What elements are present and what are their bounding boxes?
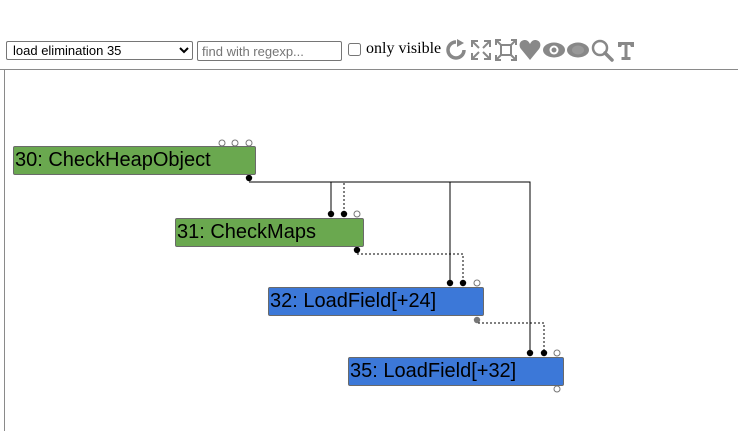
input-dot-32-b — [459, 279, 467, 287]
graph-node-35[interactable]: 35: LoadField[+32] — [348, 357, 564, 386]
graph-node-30[interactable]: 30: CheckHeapObject — [13, 146, 256, 175]
edge-30-31-effect — [249, 181, 345, 214]
input-dot-32-a — [446, 279, 454, 287]
layout-icon[interactable] — [444, 38, 468, 62]
edge-32-35-effect — [476, 320, 545, 353]
edge-30-35-value — [249, 181, 531, 353]
node-label: 30: CheckHeapObject — [15, 149, 211, 171]
output-dot-35 — [553, 385, 561, 393]
node-label: 32: LoadField[+24] — [270, 290, 437, 312]
edge-30-31-value — [249, 181, 332, 214]
phase-select[interactable]: load elimination 35 — [6, 41, 193, 60]
zoom-selection-icon[interactable] — [590, 38, 614, 62]
input-dot-31-b — [340, 210, 348, 218]
only-visible-label: only visible — [366, 40, 442, 57]
node-label: 35: LoadField[+32] — [350, 360, 517, 382]
input-dot-35-b — [540, 349, 548, 357]
output-dot-30 — [245, 174, 253, 182]
graph-edges — [218, 139, 561, 393]
edge-31-32-effect — [356, 250, 464, 283]
input-dot-31-c — [353, 210, 361, 218]
show-types-icon[interactable] — [542, 38, 566, 62]
graph-canvas[interactable]: 30: CheckHeapObject 31: CheckMaps 32: Lo… — [4, 70, 738, 431]
search-input[interactable] — [197, 41, 342, 61]
hide-types-icon[interactable] — [566, 38, 590, 62]
graph-node-32[interactable]: 32: LoadField[+24] — [268, 287, 484, 316]
show-control-icon[interactable] — [518, 38, 542, 62]
output-dot-32 — [473, 316, 481, 324]
input-dot-35-a — [526, 349, 534, 357]
input-dot-31-a — [327, 210, 335, 218]
show-all-icon[interactable] — [469, 38, 493, 62]
toggle-types-icon[interactable] — [614, 38, 638, 62]
graph-node-31[interactable]: 31: CheckMaps — [175, 218, 364, 247]
node-label: 31: CheckMaps — [177, 221, 316, 243]
input-dot-35-c — [553, 349, 561, 357]
toolbar: load elimination 35 only visible — [0, 33, 738, 70]
output-dot-31 — [353, 246, 361, 254]
toggle-hide-dead-icon[interactable] — [494, 38, 518, 62]
only-visible-checkbox[interactable] — [348, 43, 361, 56]
input-dot-32-c — [473, 279, 481, 287]
